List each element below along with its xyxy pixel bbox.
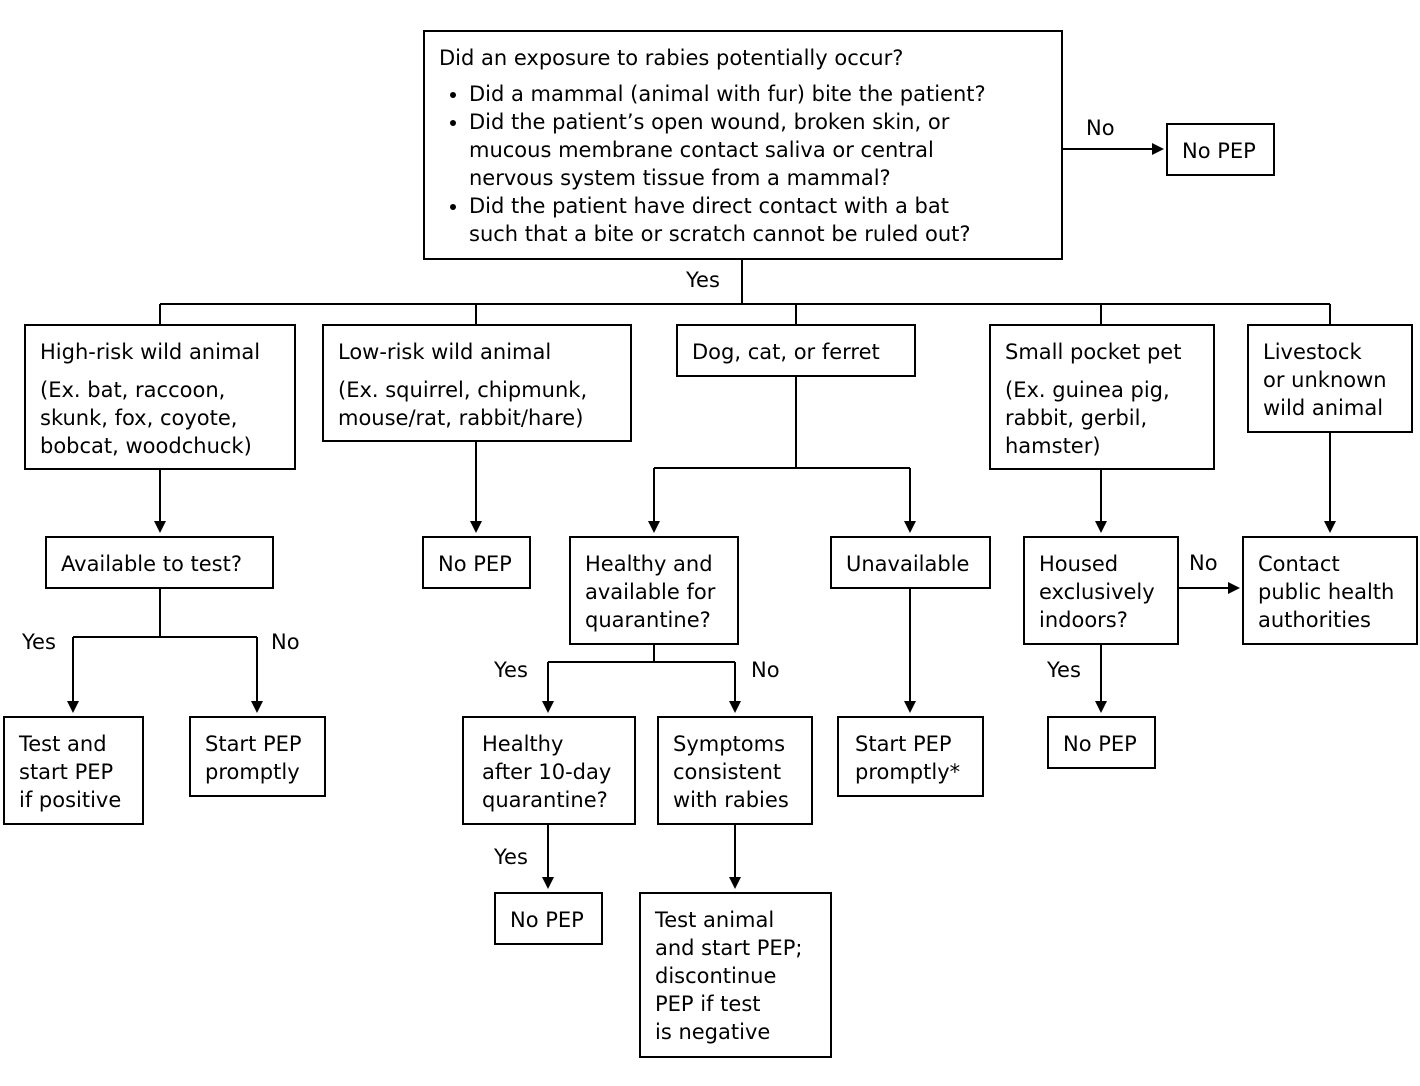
high-risk-example-line: skunk, fox, coyote, bbox=[40, 406, 238, 430]
healthy-quarantine-line: available for bbox=[585, 580, 716, 604]
after-quarantine-line: quarantine? bbox=[482, 788, 608, 812]
root-bullet: Did a mammal (animal with fur) bite the … bbox=[469, 80, 1049, 108]
contact-authorities-line: public health bbox=[1258, 580, 1395, 604]
root-yes-label: Yes bbox=[686, 268, 720, 292]
after-quarantine-line: after 10-day bbox=[482, 760, 612, 784]
test-positive-line: start PEP bbox=[19, 760, 114, 784]
dog-title: Dog, cat, or ferret bbox=[692, 340, 880, 364]
start-pep-line: promptly bbox=[205, 760, 300, 784]
start-pep-line: Start PEP bbox=[205, 732, 302, 756]
pocket-no-pep-text: No PEP bbox=[1063, 732, 1137, 756]
livestock-line: or unknown bbox=[1263, 368, 1387, 392]
root-bullet-line: Did the patient have direct contact with… bbox=[469, 194, 949, 218]
test-animal-line: PEP if test bbox=[655, 992, 761, 1016]
test-animal-line: Test animal bbox=[655, 908, 775, 932]
start-pep-asterisk-line: Start PEP bbox=[855, 732, 952, 756]
housed-indoors-line: Housed bbox=[1039, 552, 1119, 576]
root-bullet-list: Did a mammal (animal with fur) bite the … bbox=[439, 80, 1049, 248]
livestock-line: Livestock bbox=[1263, 340, 1362, 364]
pocket-pet-example-line: (Ex. guinea pig, bbox=[1005, 378, 1170, 402]
pocket-no-pep-box: No PEP bbox=[1047, 716, 1156, 769]
test-positive-line: Test and bbox=[19, 732, 107, 756]
test-animal-line: discontinue bbox=[655, 964, 777, 988]
healthy-no-label: No bbox=[751, 658, 780, 682]
root-no-pep-box: No PEP bbox=[1166, 123, 1275, 176]
pocket-pet-title: Small pocket pet bbox=[1005, 340, 1182, 364]
low-risk-example-line: mouse/rat, rabbit/hare) bbox=[338, 406, 584, 430]
root-bullet-line: nervous system tissue from a mammal? bbox=[469, 166, 891, 190]
unavailable-text: Unavailable bbox=[846, 552, 970, 576]
unavailable-box: Unavailable bbox=[830, 536, 991, 589]
pocket-pet-example-line: hamster) bbox=[1005, 434, 1101, 458]
symptoms-line: with rabies bbox=[673, 788, 789, 812]
start-pep-asterisk-line: promptly* bbox=[855, 760, 961, 784]
root-question-box: Did an exposure to rabies potentially oc… bbox=[423, 30, 1063, 260]
livestock-line: wild animal bbox=[1263, 396, 1384, 420]
housed-yes-label: Yes bbox=[1047, 658, 1081, 682]
after-quarantine-box: Healthy after 10-day quarantine? bbox=[462, 716, 636, 825]
test-positive-line: if positive bbox=[19, 788, 122, 812]
symptoms-line: consistent bbox=[673, 760, 782, 784]
quarantine-yes-label: Yes bbox=[494, 845, 528, 869]
high-risk-title: High-risk wild animal bbox=[40, 340, 261, 364]
contact-authorities-line: Contact bbox=[1258, 552, 1340, 576]
after-quarantine-line: Healthy bbox=[482, 732, 564, 756]
low-risk-title: Low-risk wild animal bbox=[338, 340, 552, 364]
test-animal-line: is negative bbox=[655, 1020, 771, 1044]
healthy-quarantine-line: quarantine? bbox=[585, 608, 711, 632]
root-bullet-line: Did a mammal (animal with fur) bite the … bbox=[469, 82, 986, 106]
housed-indoors-line: exclusively bbox=[1039, 580, 1155, 604]
high-risk-example-line: (Ex. bat, raccoon, bbox=[40, 378, 226, 402]
test-animal-line: and start PEP; bbox=[655, 936, 803, 960]
pocket-pet-example-line: rabbit, gerbil, bbox=[1005, 406, 1148, 430]
quarantine-no-pep-box: No PEP bbox=[494, 892, 603, 945]
root-bullet: Did the patient’s open wound, broken ski… bbox=[469, 108, 1049, 192]
housed-indoors-line: indoors? bbox=[1039, 608, 1128, 632]
test-positive-box: Test and start PEP if positive bbox=[3, 716, 144, 825]
quarantine-no-pep-text: No PEP bbox=[510, 908, 584, 932]
root-bullet-line: such that a bite or scratch cannot be ru… bbox=[469, 222, 971, 246]
low-risk-box: Low-risk wild animal (Ex. squirrel, chip… bbox=[322, 324, 632, 442]
low-risk-no-pep-box: No PEP bbox=[422, 536, 531, 589]
contact-authorities-box: Contact public health authorities bbox=[1242, 536, 1418, 645]
root-bullet-line: Did the patient’s open wound, broken ski… bbox=[469, 110, 950, 134]
low-risk-example-line: (Ex. squirrel, chipmunk, bbox=[338, 378, 588, 402]
healthy-yes-label: Yes bbox=[494, 658, 528, 682]
available-to-test-box: Available to test? bbox=[45, 536, 274, 589]
high-risk-example-line: bobcat, woodchuck) bbox=[40, 434, 252, 458]
healthy-quarantine-box: Healthy and available for quarantine? bbox=[569, 536, 739, 645]
dog-box: Dog, cat, or ferret bbox=[676, 324, 916, 377]
test-yes-label: Yes bbox=[22, 630, 56, 654]
root-bullet-line: mucous membrane contact saliva or centra… bbox=[469, 138, 934, 162]
root-bullet: Did the patient have direct contact with… bbox=[469, 192, 1049, 248]
symptoms-box: Symptoms consistent with rabies bbox=[657, 716, 813, 825]
root-question: Did an exposure to rabies potentially oc… bbox=[439, 46, 904, 70]
root-no-label: No bbox=[1086, 116, 1115, 140]
available-to-test-text: Available to test? bbox=[61, 552, 242, 576]
pocket-pet-box: Small pocket pet (Ex. guinea pig, rabbit… bbox=[989, 324, 1215, 470]
test-animal-box: Test animal and start PEP; discontinue P… bbox=[639, 892, 832, 1058]
housed-indoors-box: Housed exclusively indoors? bbox=[1023, 536, 1179, 645]
test-no-label: No bbox=[271, 630, 300, 654]
low-risk-no-pep-text: No PEP bbox=[438, 552, 512, 576]
symptoms-line: Symptoms bbox=[673, 732, 786, 756]
root-no-pep-text: No PEP bbox=[1182, 139, 1256, 163]
start-pep-box: Start PEP promptly bbox=[189, 716, 326, 797]
start-pep-asterisk-box: Start PEP promptly* bbox=[837, 716, 984, 797]
healthy-quarantine-line: Healthy and bbox=[585, 552, 713, 576]
housed-no-label: No bbox=[1189, 551, 1218, 575]
contact-authorities-line: authorities bbox=[1258, 608, 1371, 632]
high-risk-box: High-risk wild animal (Ex. bat, raccoon,… bbox=[24, 324, 296, 470]
livestock-box: Livestock or unknown wild animal bbox=[1247, 324, 1413, 433]
